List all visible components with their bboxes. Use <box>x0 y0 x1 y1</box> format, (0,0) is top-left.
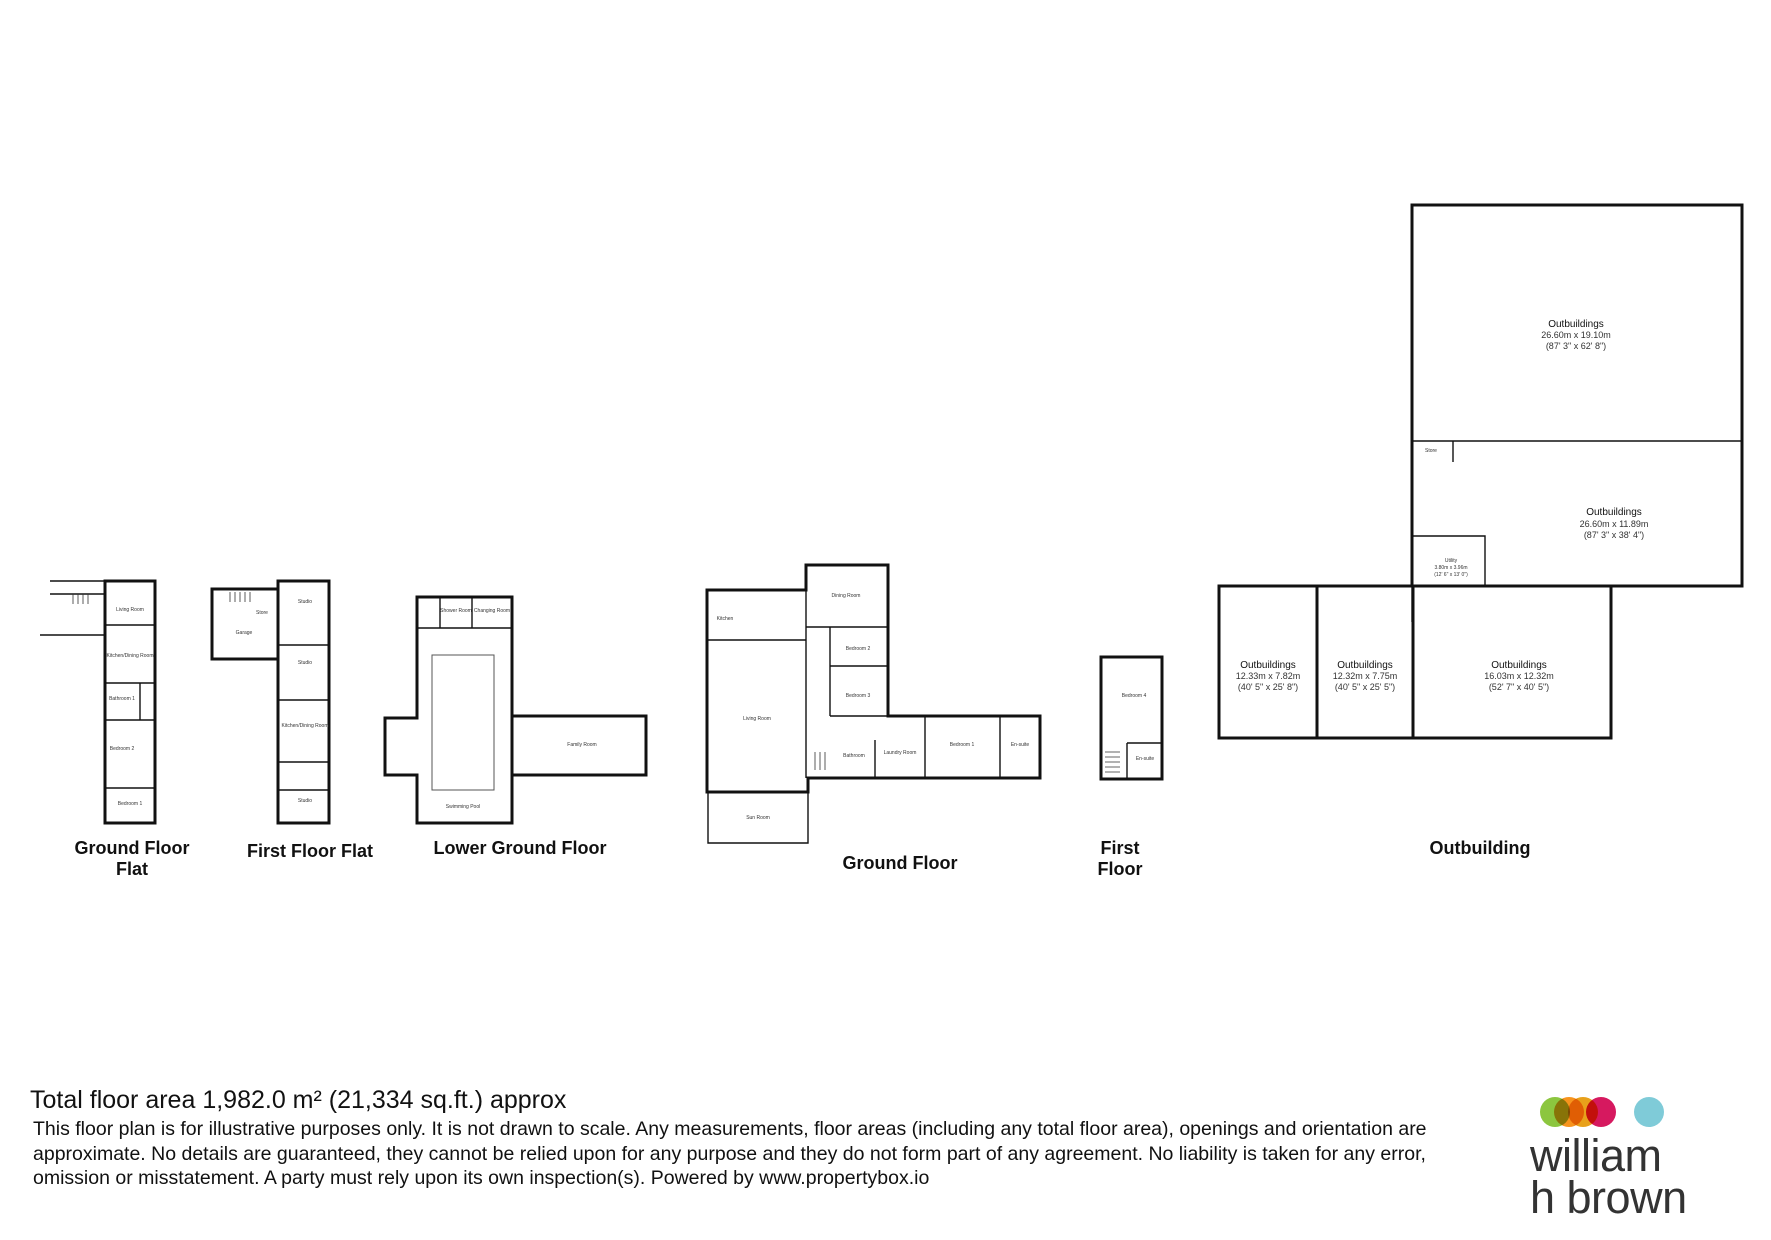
ff-room-ensuite: En-suite <box>1136 756 1155 762</box>
logo-dot-teal <box>1634 1097 1664 1127</box>
gf-room-bedroom1: Bedroom 1 <box>950 742 975 748</box>
outbuilding-1-size: 26.60m x 19.10m <box>1541 330 1611 340</box>
gf-room-ensuite: En-suite <box>1011 742 1030 748</box>
fff-room-kitchen: Kitchen/Dining Room <box>282 723 329 729</box>
outbuilding-3-size: 12.33m x 7.82m <box>1236 671 1301 681</box>
outbuilding-1-name: Outbuildings <box>1548 319 1604 330</box>
gff-room-living: Living Room <box>116 607 144 613</box>
outbuilding-4-name: Outbuildings <box>1337 660 1393 671</box>
gf-room-bedroom2: Bedroom 2 <box>846 646 871 652</box>
lgf-room-family: Family Room <box>567 742 596 748</box>
outbuilding-1-imperial: (87' 3" x 62' 8") <box>1546 341 1606 351</box>
first-floor-flat-plan: Studio Garage Store Studio Kitchen/Dinin… <box>210 579 331 825</box>
lgf-room-pool: Swimming Pool <box>446 804 480 810</box>
caption-first-floor: First Floor <box>1080 838 1160 880</box>
caption-first-floor-flat: First Floor Flat <box>247 841 373 861</box>
logo-word-william: william <box>1530 1130 1662 1181</box>
outbuilding-utility-name: Utility <box>1445 558 1458 564</box>
total-floor-area: Total floor area 1,982.0 m² (21,334 sq.f… <box>30 1086 567 1114</box>
caption-lower-ground-floor: Lower Ground Floor <box>433 838 607 858</box>
lower-ground-floor-plan: Shower Room Changing Room Family Room Sw… <box>383 595 648 825</box>
outbuilding-5-size: 16.03m x 12.32m <box>1484 671 1554 681</box>
outbuilding-3-name: Outbuildings <box>1240 660 1296 671</box>
fff-room-studio-c: Studio <box>298 798 312 804</box>
logo-word-h-brown: h brown <box>1530 1172 1687 1223</box>
caption-outbuilding: Outbuilding <box>1429 838 1531 858</box>
gf-room-bedroom3: Bedroom 3 <box>846 693 871 699</box>
outbuilding-2-imperial: (87' 3" x 38' 4") <box>1584 530 1644 540</box>
gf-room-laundry: Laundry Room <box>884 750 917 756</box>
outbuilding-store: Store <box>1425 448 1437 454</box>
gf-room-kitchen: Kitchen <box>717 616 734 622</box>
caption-first-floor-line2: Floor <box>1097 859 1143 879</box>
outbuilding-4-imperial: (40' 5" x 25' 5") <box>1335 682 1395 692</box>
outbuilding-5-imperial: (52' 7" x 40' 5") <box>1489 682 1549 692</box>
ff-room-bedroom4: Bedroom 4 <box>1122 693 1147 699</box>
caption-ground-floor-flat-line2: Flat <box>115 859 148 879</box>
gff-room-bedroom1: Bedroom 1 <box>118 801 143 807</box>
outbuilding-2-size: 26.60m x 11.89m <box>1580 519 1649 529</box>
caption-ground-floor: Ground Floor <box>842 853 958 873</box>
ground-floor-plan: Kitchen Dining Room Bedroom 2 Bedroom 3 … <box>705 563 1042 844</box>
outbuilding-utility-size: 3.80m x 3.96m <box>1434 565 1467 571</box>
gf-room-living: Living Room <box>743 716 771 722</box>
fff-room-store: Store <box>256 610 268 616</box>
gff-room-bathroom: Bathroom 1 <box>109 696 135 702</box>
caption-ground-floor-flat-line1: Ground Floor <box>74 838 190 858</box>
disclaimer-text: This floor plan is for illustrative purp… <box>33 1118 1427 1189</box>
gf-room-bathroom: Bathroom <box>843 753 865 759</box>
outbuilding-2-name: Outbuildings <box>1586 507 1642 518</box>
william-h-brown-logo: william h brown <box>1530 1085 1730 1221</box>
ground-floor-flat-plan: Living Room Kitchen/Dining Room Bathroom… <box>40 579 157 825</box>
fff-room-garage: Garage <box>236 630 253 636</box>
outbuilding-5-name: Outbuildings <box>1491 660 1547 671</box>
gf-room-dining: Dining Room <box>832 593 861 599</box>
first-floor-plan: Bedroom 4 En-suite <box>1099 655 1164 781</box>
caption-first-floor-line1: First <box>1100 838 1140 858</box>
lgf-room-shower: Shower Room <box>440 608 472 614</box>
fff-room-studio-a: Studio <box>298 599 312 605</box>
caption-ground-floor-flat: Ground Floor Flat <box>62 838 202 880</box>
outbuilding-4-size: 12.32m x 7.75m <box>1333 671 1398 681</box>
gff-room-bedroom2: Bedroom 2 <box>110 746 135 752</box>
lgf-room-changing: Changing Room <box>474 608 510 614</box>
logo-dot-magenta <box>1586 1097 1616 1127</box>
fff-room-studio-b: Studio <box>298 660 312 666</box>
outbuilding-plan: Outbuildings 26.60m x 19.10m (87' 3" x 6… <box>1217 203 1744 740</box>
gf-room-sunroom: Sun Room <box>746 815 770 821</box>
outbuilding-utility-imperial: (12' 6" x 13' 0") <box>1434 572 1468 578</box>
gff-room-kitchen: Kitchen/Dining Room <box>107 653 154 659</box>
outbuilding-3-imperial: (40' 5" x 25' 8") <box>1238 682 1298 692</box>
